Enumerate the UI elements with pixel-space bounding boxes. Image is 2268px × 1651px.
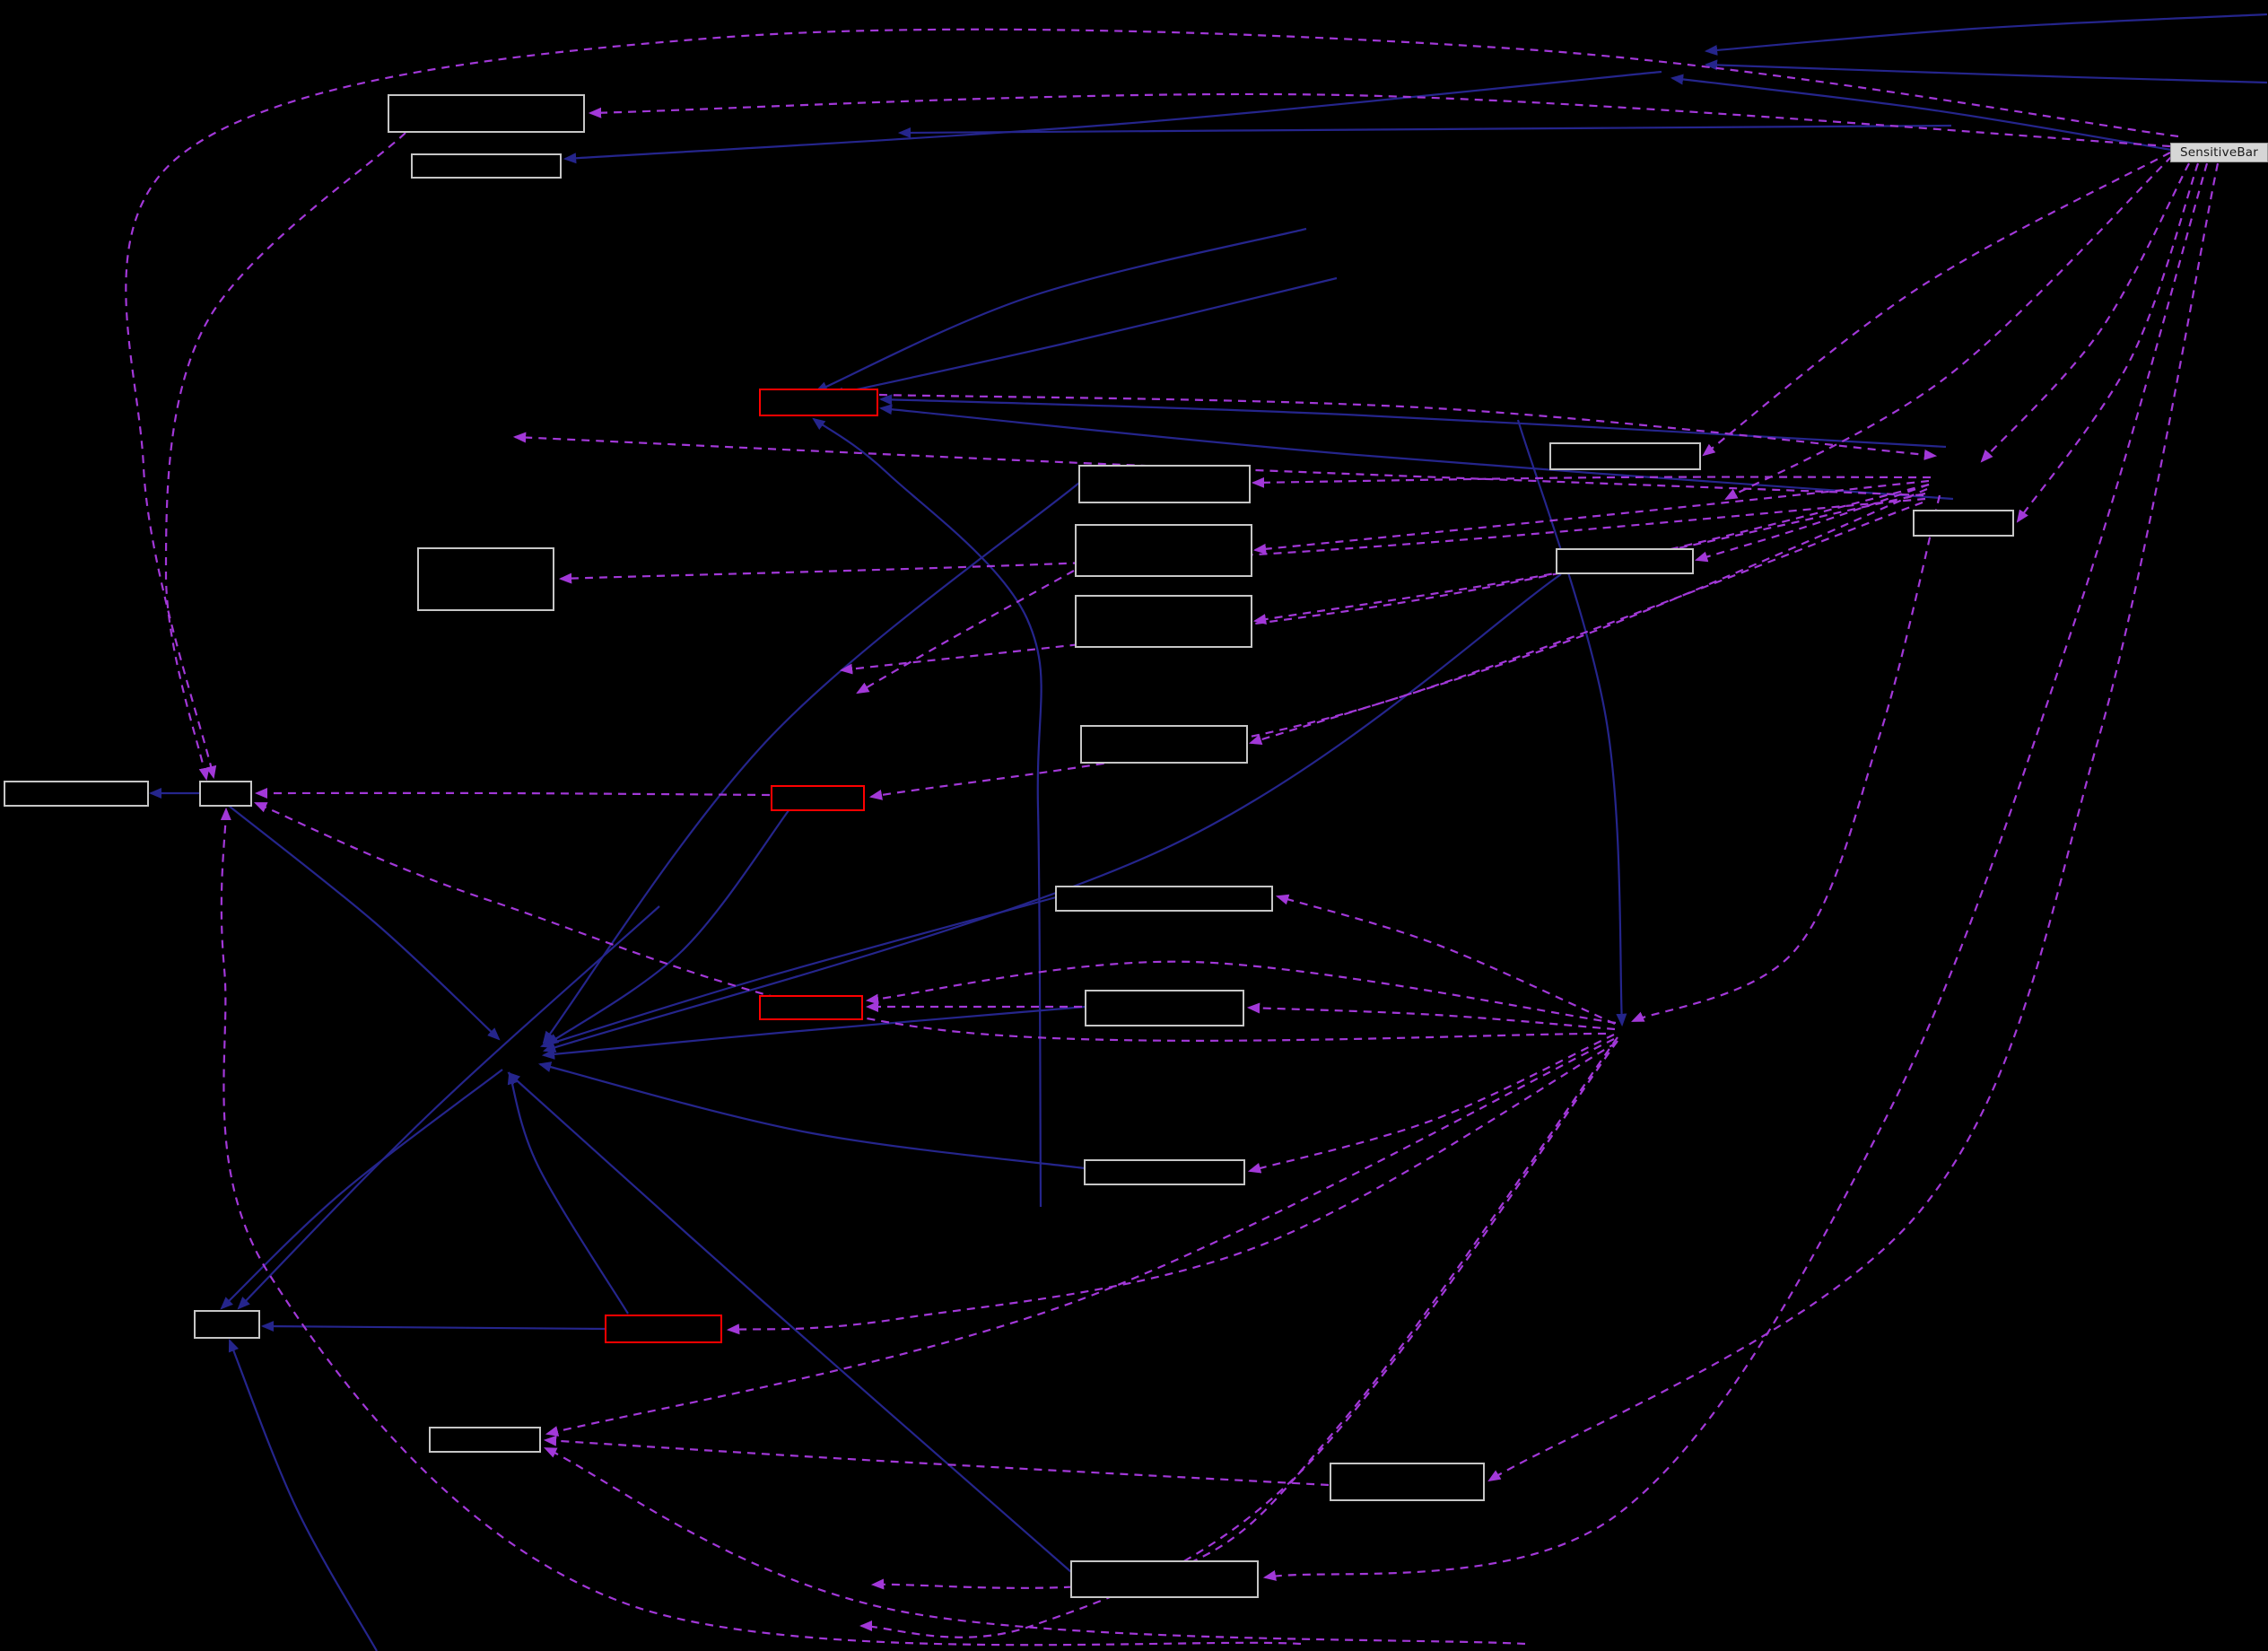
graph-node-r3-truncated[interactable] bbox=[759, 995, 863, 1020]
graph-node-i1[interactable] bbox=[199, 781, 252, 807]
graph-edge-solid bbox=[542, 482, 1080, 1044]
graph-edge-solid bbox=[897, 124, 1952, 138]
graph-node-f1[interactable] bbox=[1913, 510, 2014, 537]
graph-node-o1[interactable] bbox=[1330, 1463, 1485, 1501]
graph-node-r1-truncated[interactable] bbox=[759, 389, 878, 416]
graph-root-label: SensitiveBar bbox=[2179, 145, 2259, 160]
graph-edge-solid bbox=[545, 808, 790, 1046]
graph-edge-solid bbox=[228, 1339, 378, 1651]
graph-edge-solid bbox=[878, 394, 1947, 449]
graph-edge-dashed bbox=[220, 807, 1302, 1647]
graph-edge-dashed bbox=[2016, 162, 2200, 523]
graph-edge-solid bbox=[1704, 59, 2268, 84]
graph-edge-solid bbox=[1704, 13, 2268, 56]
graph-edge-dashed bbox=[1262, 162, 2209, 1581]
graph-edge-dashed bbox=[1487, 162, 2220, 1482]
graph-edge-dashed bbox=[1702, 152, 2171, 457]
graph-edge-solid bbox=[228, 805, 501, 1041]
graph-node-n1[interactable] bbox=[388, 94, 585, 133]
graph-node-d1[interactable] bbox=[1549, 442, 1701, 470]
graph-edge-dashed bbox=[1247, 1034, 1615, 1174]
graph-edge-dashed bbox=[1252, 479, 1930, 555]
graph-edge-dashed bbox=[545, 1038, 1615, 1437]
graph-edge-solid bbox=[539, 895, 1057, 1049]
graph-node-k1[interactable] bbox=[1085, 990, 1244, 1026]
graph-edge-dashed bbox=[865, 960, 1617, 1025]
graph-node-c1[interactable] bbox=[1075, 595, 1252, 648]
graph-edge-solid bbox=[541, 1005, 1086, 1060]
graph-node-j1[interactable] bbox=[1055, 886, 1273, 912]
graph-node-l1[interactable] bbox=[1084, 1159, 1245, 1185]
graph-node-p1[interactable] bbox=[1070, 1560, 1259, 1598]
graph-edge-solid bbox=[812, 417, 1042, 1208]
graph-edge-dashed bbox=[512, 432, 1924, 497]
graph-node-h1[interactable] bbox=[4, 781, 149, 807]
graph-edge-dashed bbox=[856, 570, 1075, 694]
graph-edge-dashed bbox=[859, 1040, 1618, 1638]
graph-edge-dashed bbox=[1251, 476, 1932, 488]
graph-node-q1[interactable] bbox=[1080, 725, 1248, 764]
graph-node-r4-truncated[interactable] bbox=[605, 1315, 722, 1343]
graph-node-n3[interactable] bbox=[429, 1427, 541, 1453]
graph-edge-dashed bbox=[544, 1447, 1526, 1646]
graph-edge-dashed bbox=[588, 92, 2171, 148]
graph-edge-dashed bbox=[726, 1042, 1618, 1335]
graph-node-n2[interactable] bbox=[411, 153, 562, 179]
graph-edge-solid bbox=[815, 227, 1307, 393]
graph-edge-solid bbox=[260, 1321, 606, 1332]
graph-node-g1[interactable] bbox=[417, 547, 554, 611]
graph-edge-dashed bbox=[1275, 894, 1616, 1026]
graph-edge-dashed bbox=[543, 1435, 1330, 1487]
graph-edge-solid bbox=[878, 404, 1954, 501]
graph-edge-dashed bbox=[1694, 483, 1930, 563]
graph-edge-dashed bbox=[1631, 494, 1941, 1023]
graph-edge-solid bbox=[563, 70, 1662, 164]
graph-edge-solid bbox=[537, 1061, 1086, 1170]
graph-edge-dashed bbox=[254, 801, 1607, 1042]
graph-edge-solid bbox=[830, 276, 1338, 398]
graph-edge-dashed bbox=[1248, 487, 1928, 745]
graph-edge-dashed bbox=[878, 393, 1938, 460]
graph-edge-solid bbox=[237, 905, 660, 1310]
graph-edge-dashed bbox=[164, 132, 406, 782]
graph-root-node: SensitiveBar bbox=[2170, 143, 2268, 162]
graph-edge-dashed bbox=[868, 501, 1923, 800]
graph-node-r2-truncated[interactable] bbox=[771, 785, 865, 811]
graph-node-m1[interactable] bbox=[194, 1310, 260, 1339]
graph-edge-dashed bbox=[558, 497, 1926, 584]
graph-edge-dashed bbox=[125, 28, 2179, 780]
graph-edge-dashed bbox=[1724, 155, 2173, 501]
graph-edge-dashed bbox=[254, 787, 771, 799]
graph-edge-dashed bbox=[839, 492, 1926, 675]
graph-node-b1[interactable] bbox=[1075, 524, 1252, 577]
graph-edge-solid bbox=[507, 1070, 629, 1315]
graph-edge-solid bbox=[220, 1069, 503, 1310]
graph-edge-solid bbox=[1670, 74, 2172, 152]
graph-edge-dashed bbox=[1246, 1002, 1616, 1031]
graph-edge-solid bbox=[1516, 419, 1627, 1027]
graph-edge-dashed bbox=[1980, 162, 2190, 463]
graph-edge-solid bbox=[542, 573, 1562, 1053]
graph-edge-solid bbox=[507, 1071, 1072, 1573]
graph-edge-dashed bbox=[1252, 483, 1930, 625]
graph-node-a1[interactable] bbox=[1078, 465, 1251, 503]
graph-node-e1[interactable] bbox=[1556, 548, 1694, 574]
graph-edge-dashed bbox=[870, 1036, 1618, 1590]
